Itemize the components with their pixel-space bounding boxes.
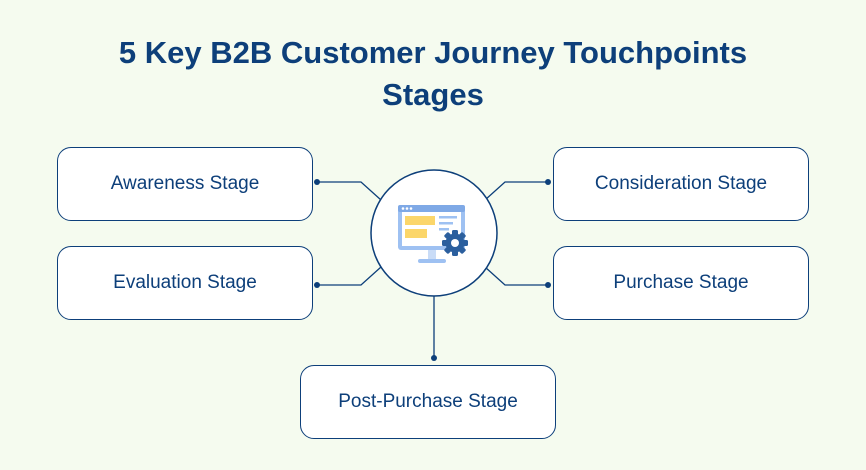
connector-dot-post-purchase	[431, 355, 437, 361]
connector-evaluation	[317, 266, 382, 286]
connector-consideration	[484, 181, 548, 201]
stage-awareness: Awareness Stage	[57, 147, 313, 221]
connector-dot-awareness	[314, 179, 320, 185]
connector-dot-consideration	[545, 179, 551, 185]
stage-post-purchase: Post-Purchase Stage	[300, 365, 556, 439]
stage-awareness-label: Awareness Stage	[110, 173, 260, 194]
computer-settings-icon	[398, 205, 468, 263]
title-line-2: Stages	[382, 77, 484, 112]
stage-evaluation-label: Evaluation Stage	[113, 272, 257, 293]
diagram-title: 5 Key B2B Customer Journey Touchpoints S…	[0, 32, 866, 116]
center-hub	[370, 169, 498, 297]
title-line-1: 5 Key B2B Customer Journey Touchpoints	[118, 35, 748, 70]
stage-consideration: Consideration Stage	[553, 147, 809, 221]
stage-consideration-label: Consideration Stage	[594, 173, 768, 194]
stage-evaluation: Evaluation Stage	[57, 246, 313, 320]
stage-post-purchase-label: Post-Purchase Stage	[338, 391, 518, 412]
connector-awareness	[317, 181, 382, 201]
connector-dot-evaluation	[314, 282, 320, 288]
stage-purchase-label: Purchase Stage	[613, 272, 749, 293]
connector-dot-purchase	[545, 282, 551, 288]
gear-icon	[442, 230, 468, 256]
connector-purchase	[484, 266, 548, 286]
stage-purchase: Purchase Stage	[553, 246, 809, 320]
